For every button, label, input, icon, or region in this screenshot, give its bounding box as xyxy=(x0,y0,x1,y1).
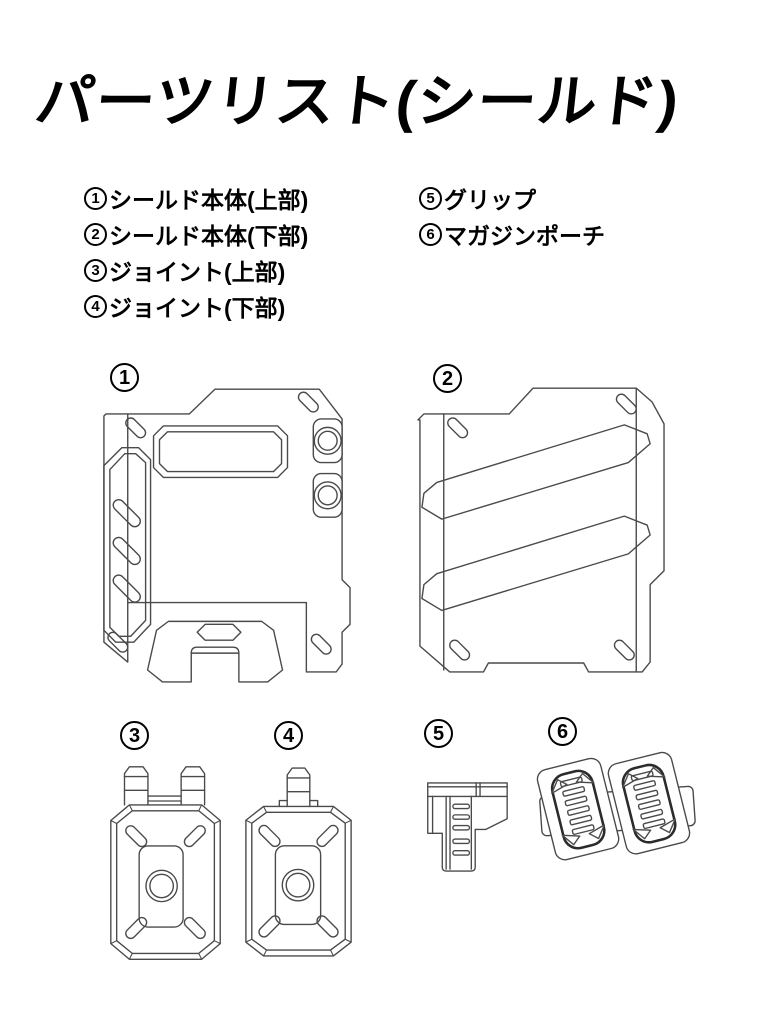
grip-drawing xyxy=(427,782,508,872)
item-label: マガジンポーチ xyxy=(444,223,605,249)
parts-list-left-column: 1 シールド本体(上部) 2 シールド本体(下部) 3 ジョイント(上部) 4 … xyxy=(84,180,308,324)
item-number-badge: 5 xyxy=(419,186,442,210)
figure-3-number: 3 xyxy=(120,721,149,750)
item-number-badge: 1 xyxy=(110,363,139,392)
list-item: 6 マガジンポーチ xyxy=(419,216,605,252)
item-number-badge: 1 xyxy=(84,186,107,210)
shield-body-lower-drawing xyxy=(417,387,665,673)
list-item: 2 シールド本体(下部) xyxy=(84,216,308,252)
parts-list-right-column: 5 グリップ 6 マガジンポーチ xyxy=(419,180,605,252)
item-number-badge: 2 xyxy=(433,364,462,393)
item-number-badge: 3 xyxy=(84,258,107,282)
figure-5-number: 5 xyxy=(424,719,453,748)
joint-lower-drawing xyxy=(245,767,352,957)
magazine-pouch-drawing xyxy=(534,750,696,864)
joint-upper-drawing xyxy=(110,766,221,960)
item-number-badge: 4 xyxy=(274,721,303,750)
list-item: 1 シールド本体(上部) xyxy=(84,180,308,216)
figure-1-number: 1 xyxy=(110,363,139,392)
item-number-badge: 6 xyxy=(548,717,577,746)
item-label: グリップ xyxy=(444,187,536,213)
item-label: シールド本体(下部) xyxy=(109,223,309,249)
list-item: 5 グリップ xyxy=(419,180,605,216)
figure-4-number: 4 xyxy=(274,721,303,750)
item-label: ジョイント(下部) xyxy=(109,295,286,321)
list-item: 4 ジョイント(下部) xyxy=(84,288,308,324)
item-number-badge: 3 xyxy=(120,721,149,750)
item-label: シールド本体(上部) xyxy=(109,187,309,213)
page-title: パーツリスト(シールド) xyxy=(31,70,683,134)
shield-body-upper-drawing xyxy=(103,388,351,683)
item-number-badge: 5 xyxy=(424,719,453,748)
list-item: 3 ジョイント(上部) xyxy=(84,252,308,288)
item-number-badge: 4 xyxy=(84,294,107,318)
figure-2-number: 2 xyxy=(433,364,462,393)
item-label: ジョイント(上部) xyxy=(109,259,286,285)
item-number-badge: 6 xyxy=(419,222,442,246)
figure-6-number: 6 xyxy=(548,717,577,746)
item-number-badge: 2 xyxy=(84,222,107,246)
